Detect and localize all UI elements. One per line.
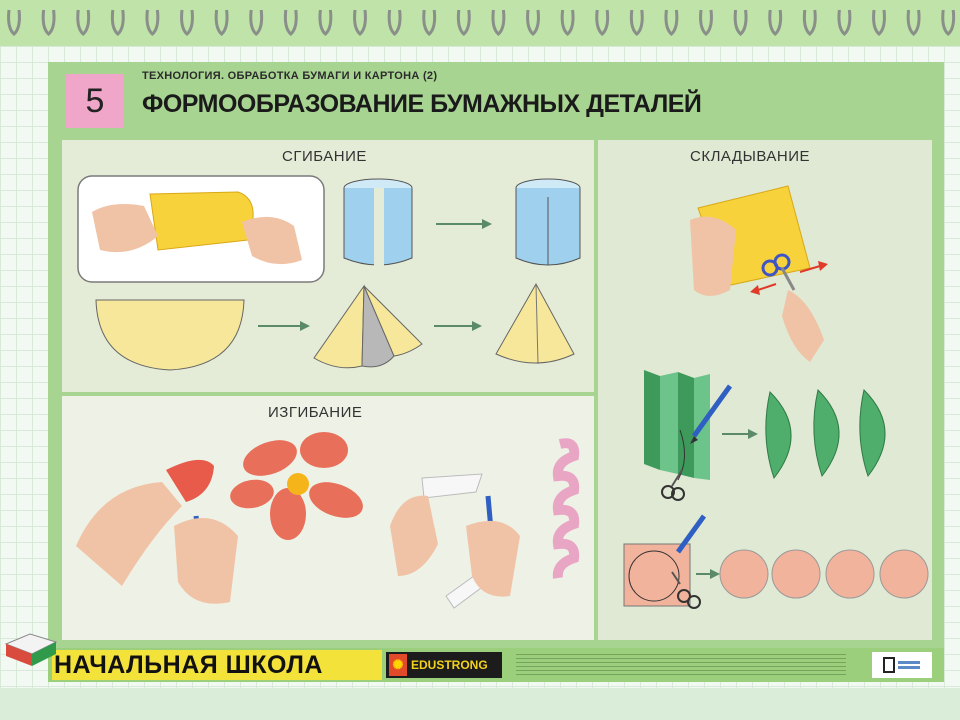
ring-icon [941,9,956,36]
poster-number: 5 [66,74,124,128]
pink-circles [719,549,929,599]
arrow-right-icon [696,569,720,579]
ring-icon [318,9,333,36]
section-title-curving: ИЗГИБАНИЕ [268,404,363,421]
footer-school-label: НАЧАЛЬНАЯ ШКОЛА [54,651,323,679]
ring-icon [249,9,264,36]
ring-icon [180,9,194,36]
hand-icon [782,290,824,362]
curving-scene [76,432,580,609]
left-hand-icon [92,204,158,253]
scissors-icon [761,253,796,291]
paper-semicircle [95,299,245,371]
scissors-icon [661,469,685,501]
footer-fine-print [516,654,846,676]
footer-yellow-band [52,650,382,680]
arrow-right-icon [436,219,492,229]
ring-icon [629,9,644,36]
ring-icon [41,9,56,36]
publisher-logo-icon [883,657,920,673]
book-icon [4,633,58,666]
hand-icon [174,518,238,604]
ring-icon [353,9,367,36]
scissors-icon [671,571,701,609]
hand-icon [690,216,736,296]
ring-icon [595,9,610,36]
open-cone [313,284,423,369]
ring-icon [526,9,540,36]
publisher-logo [872,652,932,678]
ring-icon [837,9,852,36]
folding-scene [623,185,929,609]
ring-icon [422,9,437,36]
right-hand-icon [242,216,302,265]
curled-paper-strip [552,438,580,579]
ring-icon [906,9,921,36]
section-title-folding: СКЛАДЫВАНИЕ [690,148,810,165]
hand-icon [390,495,438,576]
ring-icon [802,9,817,36]
green-lens-shapes [765,389,886,480]
ring-icon [768,9,783,36]
section-title-bending-fold: СГИБАНИЕ [282,148,367,165]
pencil-icon [690,384,733,444]
ring-icon [387,9,402,36]
hand-icon [466,520,520,597]
ring-icon [456,9,471,36]
ring-icon [872,9,886,36]
pencil-icon [675,514,707,554]
red-petal [166,459,214,502]
notebook-bottom-strip [0,688,960,720]
hand-icon [76,482,182,586]
closed-cone [495,282,575,365]
yellow-paper-sheet [149,191,254,251]
closed-cylinder [515,178,581,266]
open-cylinder [343,178,413,266]
brand-name: EDUSTRONG [411,658,488,672]
arrow-right-icon [434,321,482,331]
ring-icon [214,9,229,36]
ring-icon [699,9,713,36]
ring-icon [76,9,91,36]
brand-logo: ✺ EDUSTRONG [386,652,502,678]
notebook-top-strip [0,0,960,46]
ring-icon [7,9,21,36]
notebook-rings [7,9,956,36]
bending-fold-scene [77,175,581,371]
poster-subtitle: ТЕХНОЛОГИЯ. ОБРАБОТКА БУМАГИ И КАРТОНА (… [142,70,438,82]
ring-icon [733,9,748,36]
ring-icon [110,9,125,36]
flower [230,432,363,540]
paper-strip [421,473,483,499]
ring-icon [664,9,679,36]
ring-icon [491,9,506,36]
ring-icon [283,9,298,36]
ring-icon [145,9,160,36]
arrow-right-icon [722,429,758,439]
arrow-right-icon [258,321,310,331]
brand-mark-icon: ✺ [389,654,407,676]
arrow-red-icon [750,261,828,295]
poster-title: ФОРМООБРАЗОВАНИЕ БУМАЖНЫХ ДЕТАЛЕЙ [142,90,702,118]
ring-icon [560,9,575,36]
